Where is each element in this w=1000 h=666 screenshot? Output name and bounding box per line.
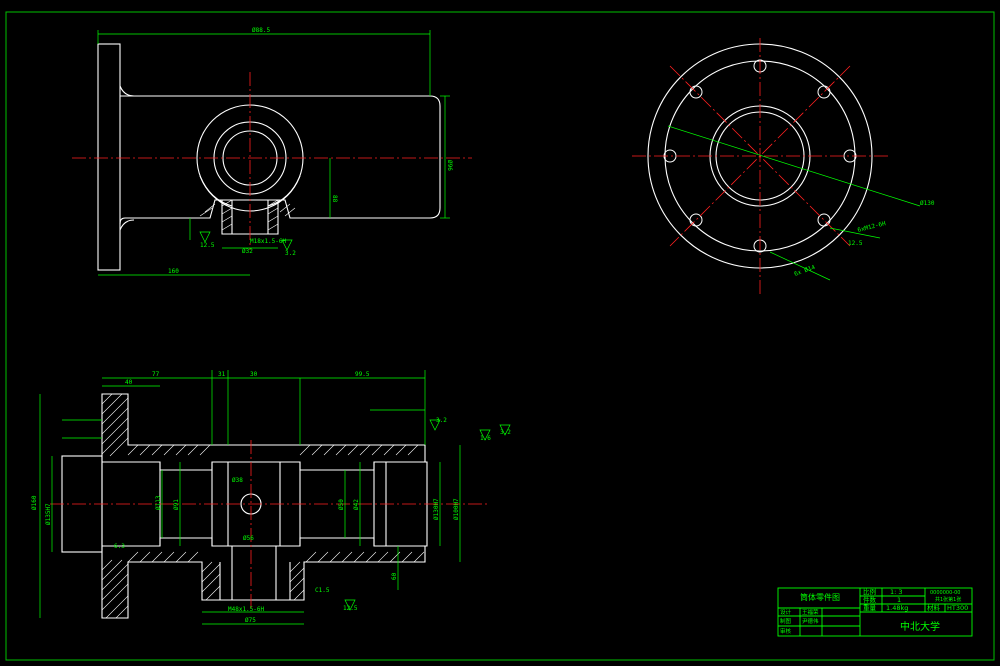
sec-mid-4: Ø42 [353,499,360,510]
title-block-text: 筒体零件图 比例 1: 3 件数 1 重量 1.48kg 材料 HT300 00… [780,587,968,635]
sec-left-1: Ø160 [31,495,38,510]
tb-part-name: 筒体零件图 [800,592,840,602]
sec-dim-2: 77 [152,371,160,378]
surf-3: 12.5 [343,605,358,612]
sec-bottom-3: C1.5 [315,587,330,594]
surf-1: 1.6 [480,435,491,442]
front-view-dims [97,30,450,276]
dim-pcd: Ø130 [920,200,935,207]
dim-total-length: Ø88.5 [252,27,270,34]
tb-weight-label: 重量 [863,604,877,612]
tb-qty-value: 1 [897,596,901,604]
dim-outer-dia: Ø96 [446,160,453,171]
rough-2: 3.2 [285,250,296,257]
section-hatch [101,393,425,619]
front-view [97,43,441,271]
front-view-centerlines [72,72,472,250]
sheet-border [5,11,995,661]
sec-mid-2: Ø38 [232,477,243,484]
tb-designer-label: 设计 [780,608,792,616]
front-view-hatch [199,199,296,231]
sec-right-1: Ø130H7 [433,498,440,520]
dim-thread: M18x1.5-6H [250,238,287,245]
rough-1: 12.5 [200,242,215,249]
section-dim-text: 40 77 31 30 99.5 Ø160 Ø135H7 Ø113 Ø91 Ø5… [31,371,511,624]
section-dims [39,370,511,625]
tb-drawing-no: 0000000-00 [930,590,960,596]
sec-mid-3: Ø50 [338,499,345,510]
section-view [61,393,428,619]
section-centerline [50,440,490,610]
tb-scale-value: 1: 3 [890,588,903,596]
end-view-dims [667,125,921,281]
sec-mid-1: Ø56 [243,535,254,542]
tb-reviewer-label: 审核 [780,627,792,635]
front-view-dim-text: Ø88.5 Ø96 160 88 Ø32 M18x1.5-6H 12.5 3.2 [168,27,453,275]
tb-drafter-label: 制图 [780,617,792,625]
sec-bottom-1: M48x1.5-6H [228,606,265,613]
tb-weight-value: 1.48kg [886,604,908,612]
sec-left-4: Ø91 [173,499,180,510]
dim-hole2: 12.5 [848,240,863,247]
end-view-dim-text: Ø130 6xM12-6H 12.5 6x Ø14 [793,200,935,278]
tb-drafter-name: 尹德伟 [802,617,819,625]
surf-4: 6.3 [114,543,125,550]
sec-dim-4: 30 [250,371,258,378]
surf-2: 3.2 [500,429,511,436]
sec-bottom-4: 60 [391,572,398,580]
tb-school: 中北大学 [900,620,940,633]
tb-qty-label: 件数 [863,595,877,604]
tb-sheet-note: 共1张第1张 [935,596,961,603]
dim-boss-dia: Ø32 [242,248,253,255]
sec-right-3: 3.2 [436,417,447,424]
tb-designer-name: 王福荣 [802,608,819,616]
tb-material-value: HT300 [947,604,968,612]
dim-bottom-len: 160 [168,268,179,275]
sec-dim-5: 99.5 [355,371,370,378]
sec-bottom-2: Ø75 [245,617,256,624]
sec-left-2: Ø135H7 [45,503,52,525]
end-view-centerlines [632,38,890,296]
sec-right-2: Ø100H7 [453,498,460,520]
sec-dim-1: 40 [125,379,133,386]
dim-hole-lower: 6x Ø14 [793,264,816,278]
dim-boss-height: 88 [331,195,338,203]
title-block [777,587,973,637]
sec-left-3: Ø113 [155,495,162,510]
dim-hole: 6xM12-6H [857,220,887,234]
tb-scale-label: 比例 [863,587,876,596]
tb-material-label: 材料 [927,603,941,612]
sec-dim-3: 31 [218,371,226,378]
